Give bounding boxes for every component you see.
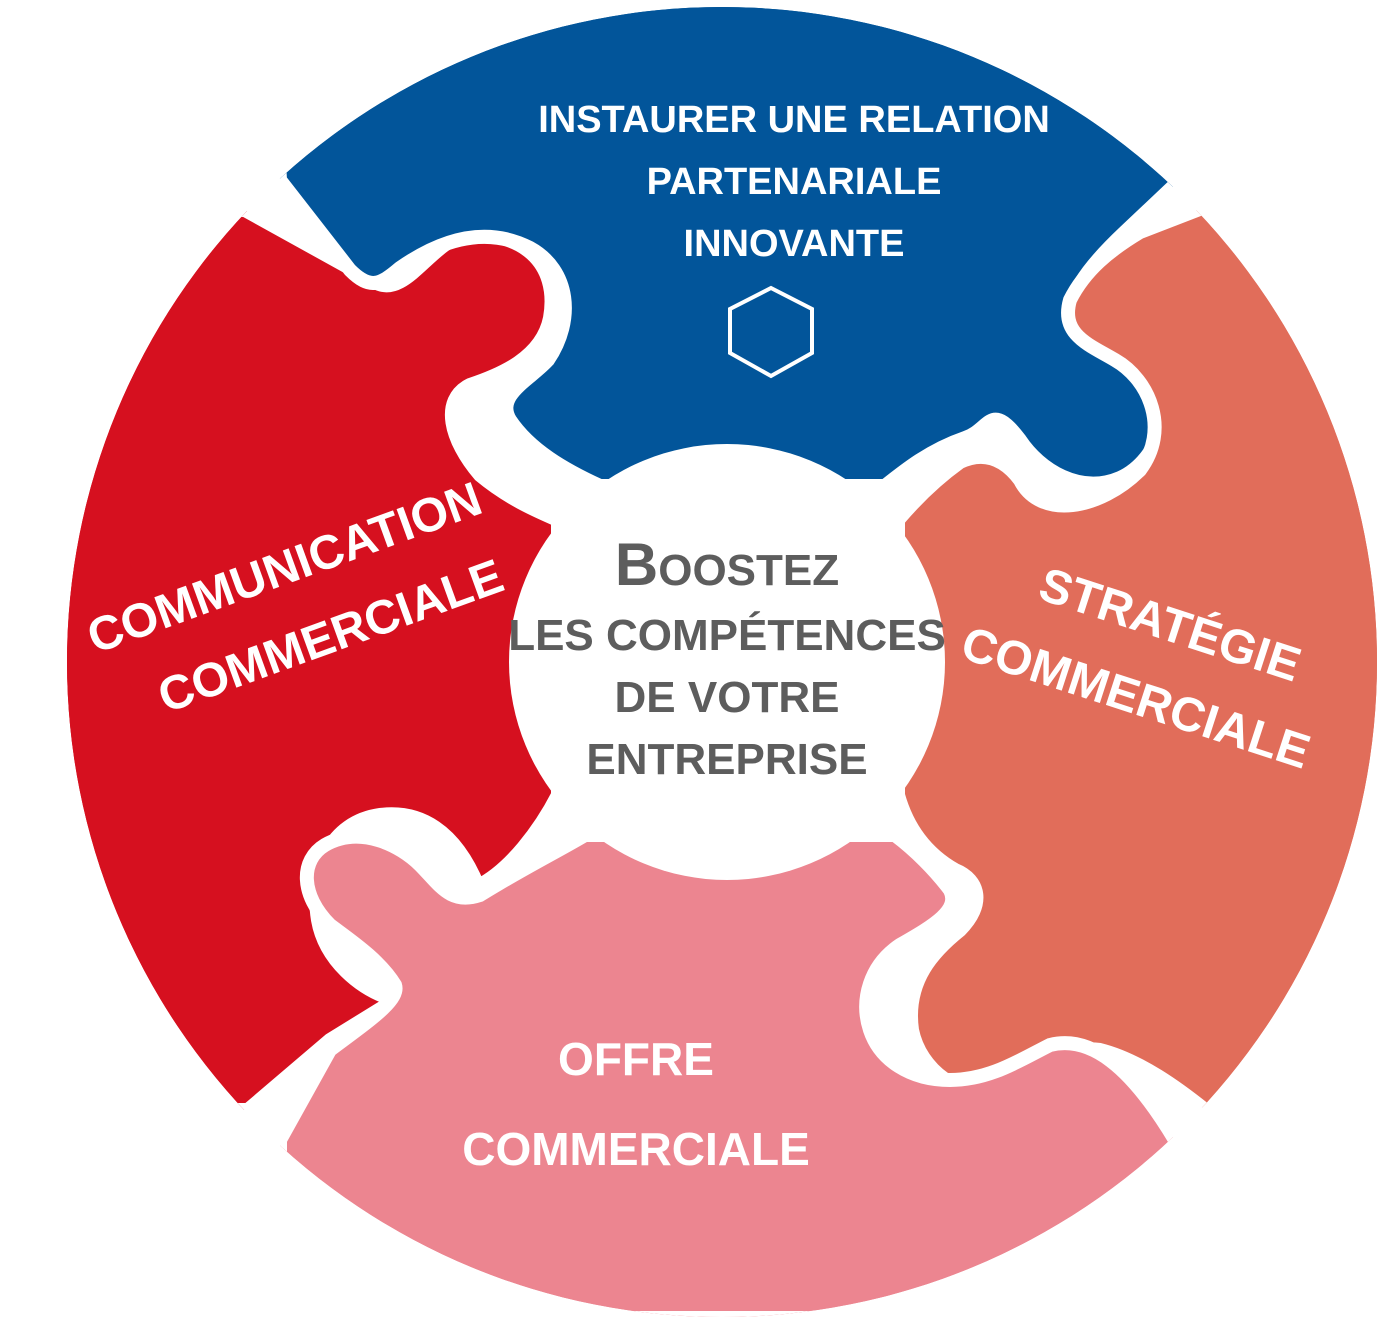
top-label-line1: INSTAURER UNE RELATION [538, 99, 1050, 141]
bottom-label-line2: COMMERCIALE [462, 1123, 810, 1175]
center-circle [509, 444, 945, 880]
center-line3: DE VOTRE [615, 673, 840, 722]
bottom-label-line1: OFFRE [558, 1033, 714, 1085]
center-title: BOOSTEZ [615, 531, 839, 598]
center-title-rest: OOSTEZ [658, 546, 839, 595]
center-title-initial: B [615, 531, 658, 598]
center-line2: LES COMPÉTENCES [508, 610, 946, 660]
center-line4: ENTREPRISE [586, 735, 867, 784]
top-label-line3: INNOVANTE [684, 223, 905, 265]
top-label-line2: PARTENARIALE [647, 161, 942, 203]
hexagon-icon [728, 285, 814, 379]
